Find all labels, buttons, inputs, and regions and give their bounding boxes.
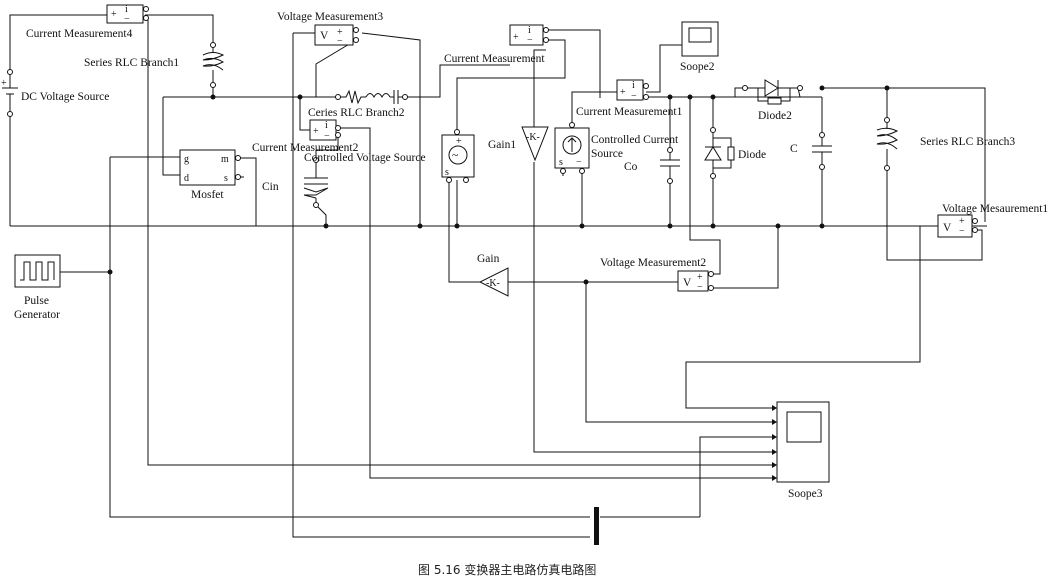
mux-bar <box>594 507 599 545</box>
svg-text:−: − <box>959 226 965 237</box>
controlled-current-source-label-1: Controlled Current <box>591 134 679 146</box>
diode2-label: Diode2 <box>758 110 792 122</box>
cin-capacitor: Cin <box>262 157 329 208</box>
dc-voltage-source: + DC Voltage Source <box>1 69 109 117</box>
svg-text:d: d <box>184 173 189 184</box>
svg-text:+: + <box>313 126 319 137</box>
svg-text:-K-: -K- <box>486 278 500 289</box>
svg-text:V: V <box>943 222 952 234</box>
svg-text:−: − <box>527 35 533 46</box>
current-measurement-label: Current Measurement <box>444 53 545 65</box>
co-label: Co <box>624 161 638 173</box>
gain: -K- Gain <box>477 253 509 297</box>
svg-text:s: s <box>445 167 449 178</box>
svg-text:m: m <box>221 154 229 165</box>
svg-text:−: − <box>337 36 343 47</box>
c-capacitor: C <box>790 132 832 170</box>
voltage-measurement1-label: Voltage Mesaurement1 <box>942 203 1048 215</box>
svg-text:−: − <box>576 157 582 168</box>
voltage-measurement1: V + − Voltage Mesaurement1 <box>937 203 1048 238</box>
svg-text:g: g <box>184 154 189 165</box>
current-measurement4-label: Current Measurement4 <box>26 28 133 40</box>
diode-label: Diode <box>738 149 766 161</box>
controlled-voltage-source-label: Controlled Voltage Source <box>304 152 426 164</box>
c-label: C <box>790 143 798 155</box>
svg-text:+: + <box>456 136 462 147</box>
svg-text:−: − <box>124 14 130 25</box>
current-measurement2: + i − Current Measurement2 <box>252 119 359 154</box>
dc-voltage-source-label: DC Voltage Source <box>21 91 109 103</box>
voltage-measurement2-label: Voltage Measurement2 <box>600 257 706 269</box>
figure-caption: 图 5.16 变换器主电路仿真电路图 <box>418 562 596 577</box>
svg-text:+: + <box>337 27 343 38</box>
svg-text:−: − <box>697 282 703 293</box>
scope2: Soope2 <box>680 21 719 73</box>
voltage-measurement3-label: Voltage Measurement3 <box>277 11 383 23</box>
current-measurement1: + i − Current Measurement1 <box>576 79 683 118</box>
voltage-measurement2: V + − Voltage Measurement2 <box>600 257 714 293</box>
svg-text:+: + <box>111 9 117 20</box>
diode2: Diode2 <box>742 79 803 122</box>
svg-text:−: − <box>324 131 330 142</box>
svg-text:+: + <box>620 87 626 98</box>
svg-text:+: + <box>1 78 7 89</box>
mosfet: g d m s Mosfet <box>179 149 241 201</box>
current-measurement1-label: Current Measurement1 <box>576 106 683 118</box>
svg-text:s: s <box>559 157 563 168</box>
svg-text:V: V <box>320 30 329 42</box>
pulse-generator: Pulse Generator <box>14 254 61 321</box>
scope3-label: Soope3 <box>788 488 823 500</box>
svg-text:i: i <box>125 4 128 15</box>
scope3: Soope3 <box>772 401 830 500</box>
ceries-rlc-branch2-label: Ceries RLC Branch2 <box>308 107 405 119</box>
svg-text:i: i <box>325 120 328 131</box>
cin-label: Cin <box>262 181 279 193</box>
ceries-rlc-branch2: Ceries RLC Branch2 <box>308 89 408 119</box>
mosfet-label: Mosfet <box>191 189 224 201</box>
junction-dots <box>107 85 890 285</box>
series-rlc-branch1: Series RLC Branch1 <box>84 42 225 88</box>
scope2-label: Soope2 <box>680 61 715 73</box>
gain-label: Gain <box>477 253 500 265</box>
co-capacitor: Co <box>624 147 680 184</box>
svg-text:V: V <box>683 277 692 289</box>
wires <box>9 14 987 538</box>
series-rlc-branch1-label: Series RLC Branch1 <box>84 57 179 69</box>
series-rlc-branch3-label: Series RLC Branch3 <box>920 136 1015 148</box>
controlled-current-source: s − Controlled Current Source <box>554 122 679 174</box>
gain1-label: Gain1 <box>488 139 516 151</box>
current-measurement2-label: Current Measurement2 <box>252 142 359 154</box>
svg-text:+: + <box>697 272 703 283</box>
svg-text:−: − <box>631 91 637 102</box>
controlled-voltage-source: ~ + s Controlled Voltage Source <box>304 129 475 183</box>
svg-text:s: s <box>224 173 228 184</box>
gain1: -K- Gain1 <box>488 126 549 162</box>
svg-text:+: + <box>513 32 519 43</box>
svg-text:~: ~ <box>452 150 458 162</box>
pulse-generator-label-1: Pulse <box>24 295 49 307</box>
svg-text:i: i <box>528 25 531 36</box>
current-measurement: + i − Current Measurement <box>444 24 549 65</box>
svg-text:+: + <box>959 216 965 227</box>
pulse-generator-label-2: Generator <box>14 309 60 321</box>
svg-text:-K-: -K- <box>526 132 540 143</box>
voltage-measurement3: V + − Voltage Measurement3 <box>277 11 383 47</box>
series-rlc-branch3: Series RLC Branch3 <box>876 117 1015 171</box>
current-measurement4: + i − Current Measurement4 <box>26 4 149 40</box>
diode: Diode <box>704 127 766 179</box>
svg-text:i: i <box>632 80 635 91</box>
controlled-current-source-label-2: Source <box>591 148 623 160</box>
